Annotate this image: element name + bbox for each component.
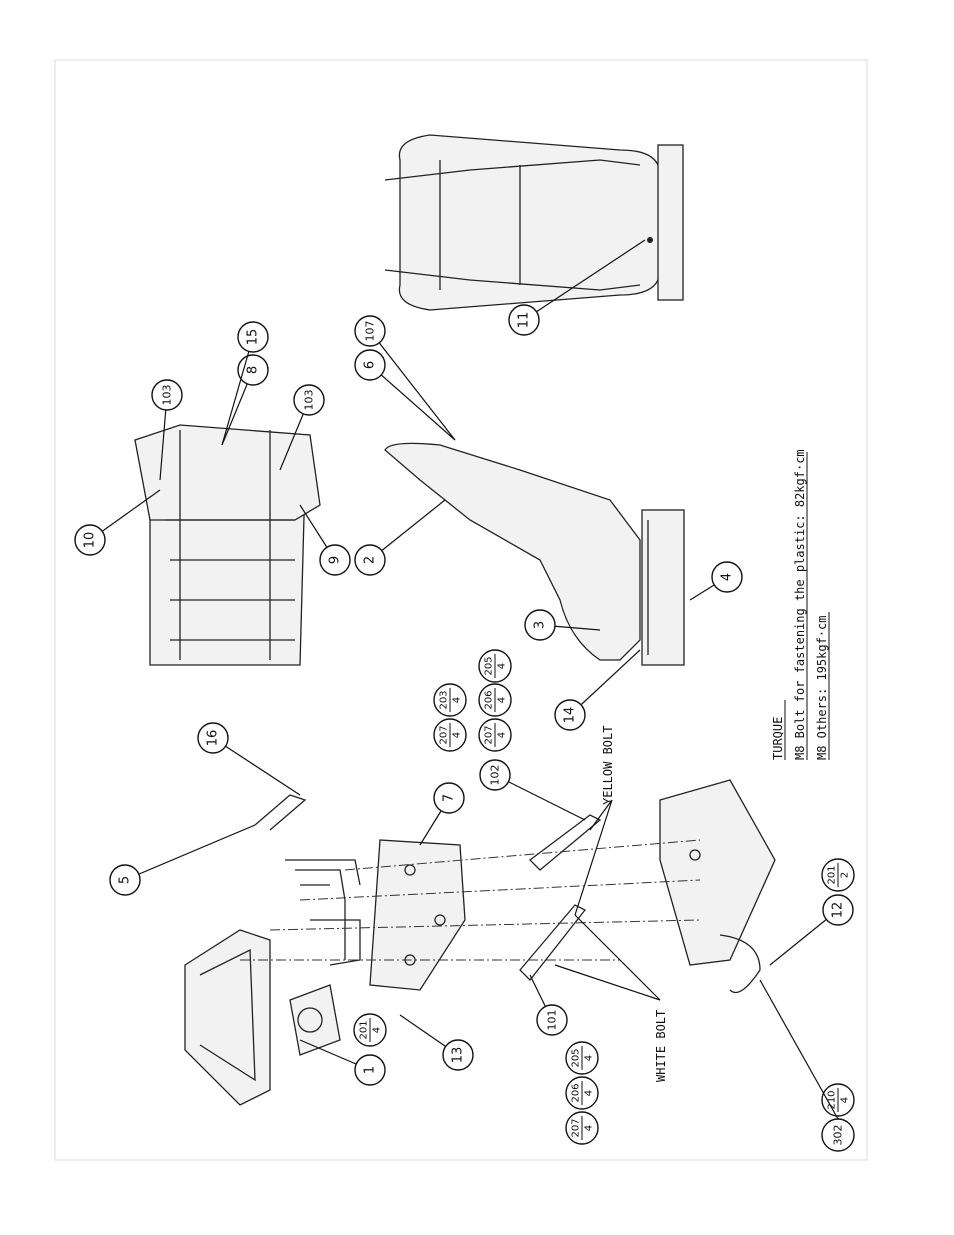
svg-text:210: 210: [827, 1090, 838, 1109]
svg-text:7: 7: [442, 794, 457, 802]
svg-text:14: 14: [563, 707, 578, 724]
svg-text:4: 4: [452, 732, 463, 738]
svg-text:4: 4: [584, 1125, 595, 1131]
torque-line-1: M8 Bolt for fastening the plastic: 82kgf…: [793, 449, 807, 760]
svg-text:302: 302: [832, 1125, 845, 1146]
svg-text:201: 201: [827, 865, 838, 884]
svg-text:207: 207: [571, 1118, 582, 1137]
svg-text:103: 103: [161, 385, 174, 406]
svg-text:103: 103: [303, 390, 316, 411]
svg-text:15: 15: [246, 329, 261, 346]
svg-text:3: 3: [533, 621, 548, 629]
svg-text:8: 8: [246, 366, 261, 374]
svg-text:6: 6: [363, 361, 378, 369]
svg-text:9: 9: [328, 556, 343, 564]
svg-text:207: 207: [484, 725, 495, 744]
svg-text:207: 207: [439, 725, 450, 744]
svg-text:4: 4: [372, 1027, 383, 1033]
svg-text:102: 102: [489, 765, 502, 786]
torque-title: TURQUE: [771, 717, 785, 760]
svg-text:206: 206: [571, 1083, 582, 1102]
svg-text:4: 4: [452, 697, 463, 703]
svg-text:107: 107: [364, 321, 377, 342]
svg-text:11: 11: [517, 312, 532, 329]
seat-rear-view: [385, 135, 683, 310]
svg-text:4: 4: [584, 1090, 595, 1096]
svg-text:2: 2: [840, 872, 851, 878]
svg-text:4: 4: [497, 732, 508, 738]
svg-text:10: 10: [83, 532, 98, 549]
svg-text:205: 205: [484, 656, 495, 675]
svg-text:4: 4: [497, 697, 508, 703]
svg-text:201: 201: [359, 1020, 370, 1039]
svg-text:1: 1: [363, 1066, 378, 1074]
svg-text:12: 12: [831, 902, 846, 919]
yellow-bolt-label: YELLOW BOLT: [601, 726, 615, 805]
svg-text:13: 13: [451, 1047, 466, 1064]
white-bolt-label: WHITE BOLT: [654, 1010, 668, 1082]
svg-text:5: 5: [118, 876, 133, 884]
torque-line-2: M8 Others: 195kgf·cm: [815, 616, 829, 761]
svg-text:205: 205: [571, 1048, 582, 1067]
svg-text:206: 206: [484, 690, 495, 709]
svg-text:101: 101: [546, 1010, 559, 1031]
svg-text:203: 203: [439, 690, 450, 709]
svg-text:16: 16: [206, 730, 221, 747]
svg-text:4: 4: [584, 1055, 595, 1061]
svg-text:4: 4: [720, 573, 735, 581]
seat-top-view: [135, 425, 320, 665]
svg-text:2: 2: [363, 556, 378, 564]
svg-text:4: 4: [497, 663, 508, 669]
svg-text:4: 4: [840, 1097, 851, 1103]
